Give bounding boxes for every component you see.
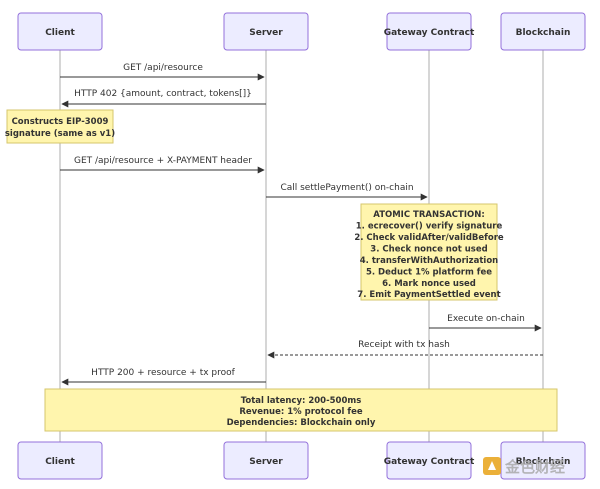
message-settle-payment-label: Call settlePayment() on-chain <box>280 183 413 193</box>
watermark-text: 金色财经 <box>504 458 565 476</box>
note-atomic-line-8: 7. Emit PaymentSettled event <box>357 290 500 300</box>
note-summary-revenue: Revenue: 1% protocol fee <box>239 407 362 417</box>
actor-server-bottom-label: Server <box>249 457 283 467</box>
actor-blockchain-top-label: Blockchain <box>516 28 571 38</box>
actor-server-bottom[interactable]: Server <box>223 441 309 480</box>
note-atomic-line-6: 5. Deduct 1% platform fee <box>366 268 492 278</box>
message-http-402: HTTP 402 {amount, contract, tokens[]} <box>61 89 266 108</box>
actor-blockchain-top[interactable]: Blockchain <box>500 12 586 51</box>
note-atomic-line-7: 6. Mark nonce used <box>382 279 476 289</box>
note-atomic-line-4: 3. Check nonce not used <box>370 245 487 255</box>
watermark-logo-icon <box>483 457 501 475</box>
actor-gateway-bottom[interactable]: Gateway Contract <box>384 441 475 480</box>
actor-client-bottom[interactable]: Client <box>17 441 103 480</box>
actor-gateway-bottom-label: Gateway Contract <box>384 457 475 467</box>
note-summary-latency: Total latency: 200-500ms <box>241 396 362 406</box>
message-get-resource: GET /api/resource <box>60 63 265 81</box>
message-execute-on-chain: Execute on-chain <box>429 314 542 332</box>
note-atomic-transaction: ATOMIC TRANSACTION: 1. ecrecover() verif… <box>354 203 504 301</box>
message-http-200-label: HTTP 200 + resource + tx proof <box>91 368 235 378</box>
note-atomic-line-2: 1. ecrecover() verify signature <box>356 222 503 232</box>
actor-server-top[interactable]: Server <box>223 12 309 51</box>
note-atomic-line-1: ATOMIC TRANSACTION: <box>373 210 484 220</box>
note-client-signature-line-2: signature (same as v1) <box>5 129 115 139</box>
actor-server-top-label: Server <box>249 28 283 38</box>
message-get-with-payment-label: GET /api/resource + X-PAYMENT header <box>74 156 252 166</box>
message-http-200: HTTP 200 + resource + tx proof <box>61 368 266 386</box>
actor-blockchain-bottom-label: Blockchain <box>516 457 571 467</box>
message-http-402-label: HTTP 402 {amount, contract, tokens[]} <box>74 89 252 99</box>
note-client-signature: Constructs EIP-3009 signature (same as v… <box>5 109 115 144</box>
note-summary: Total latency: 200-500ms Revenue: 1% pro… <box>44 388 558 432</box>
message-execute-on-chain-label: Execute on-chain <box>447 314 525 324</box>
message-receipt: Receipt with tx hash <box>267 340 543 359</box>
actor-client-bottom-label: Client <box>45 457 75 467</box>
note-atomic-line-5: 4. transferWithAuthorization <box>360 256 499 266</box>
message-get-with-payment: GET /api/resource + X-PAYMENT header <box>60 156 265 174</box>
watermark: 金色财经 <box>483 457 565 476</box>
actor-client-top[interactable]: Client <box>17 12 103 51</box>
actor-client-top-label: Client <box>45 28 75 38</box>
message-settle-payment: Call settlePayment() on-chain <box>266 183 428 201</box>
note-summary-dependencies: Dependencies: Blockchain only <box>227 418 376 428</box>
actor-gateway-top-label: Gateway Contract <box>384 28 475 38</box>
note-atomic-line-3: 2. Check validAfter/validBefore <box>354 233 504 243</box>
message-get-resource-label: GET /api/resource <box>123 63 203 73</box>
actor-gateway-top[interactable]: Gateway Contract <box>384 12 475 51</box>
message-receipt-label: Receipt with tx hash <box>358 340 450 350</box>
note-client-signature-line-1: Constructs EIP-3009 <box>12 117 109 127</box>
